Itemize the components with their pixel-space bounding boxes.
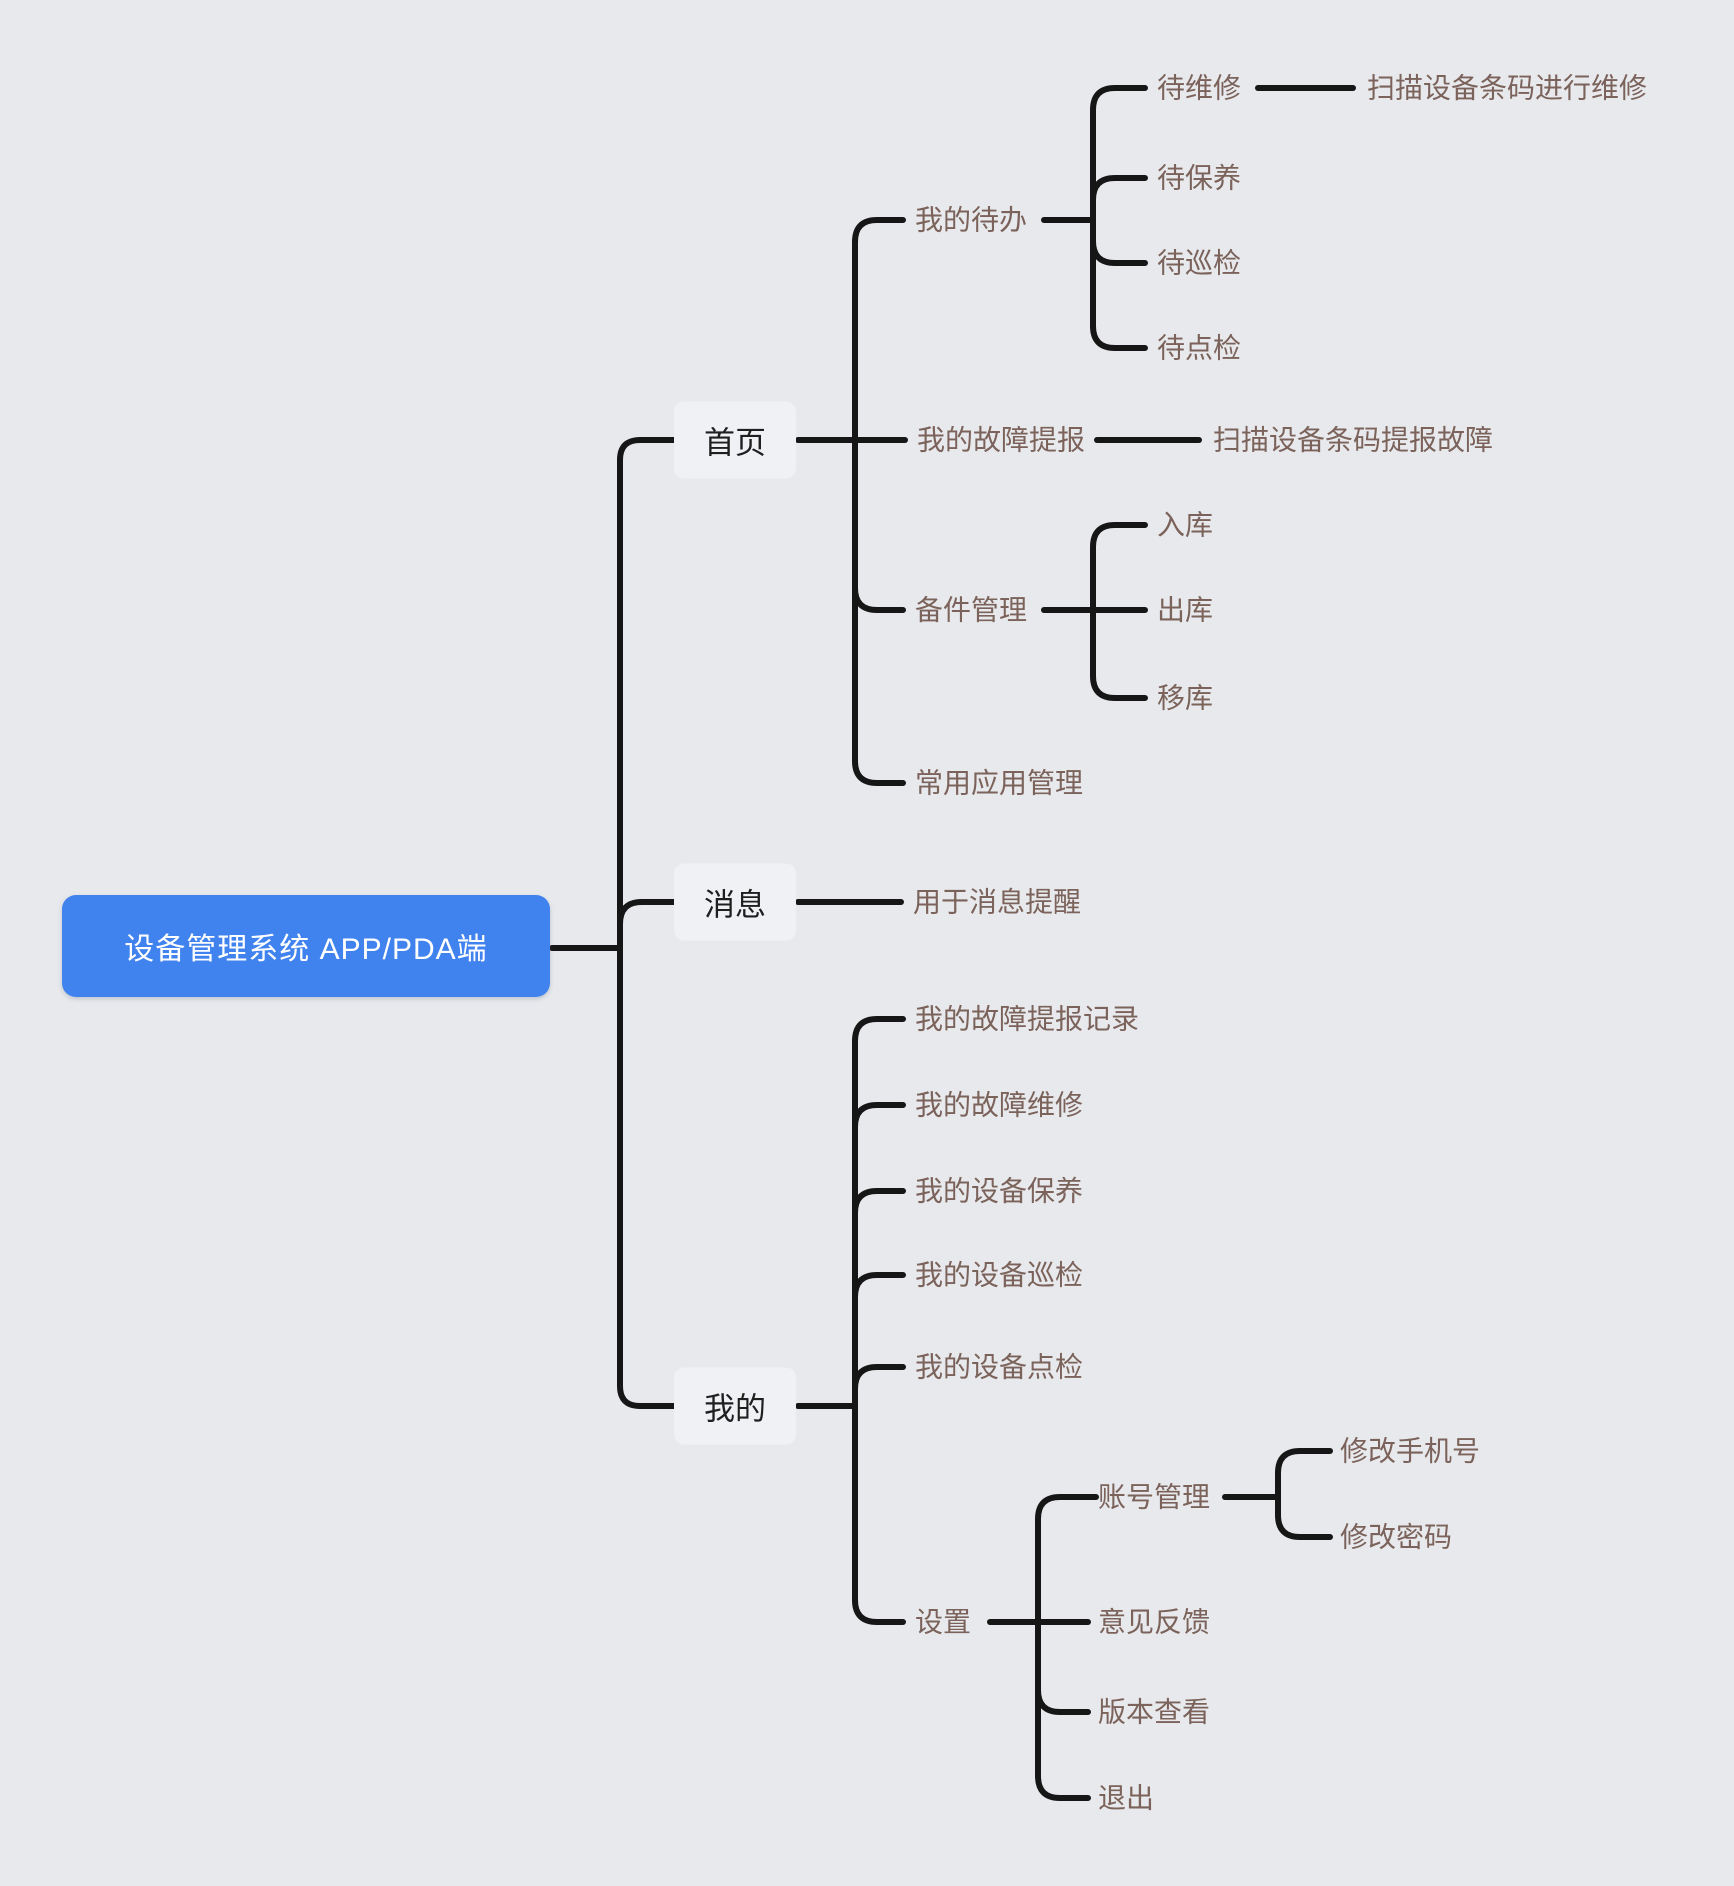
connector-version-elbow	[1035, 1687, 1091, 1715]
node-scan-report-fault[interactable]: 扫描设备条码提报故障	[1213, 424, 1494, 456]
node-my-report-records[interactable]: 我的故障提报记录	[915, 1003, 1140, 1035]
node-inbound[interactable]: 入库	[1157, 509, 1214, 541]
connector-mymaintain-elbow	[852, 1188, 906, 1216]
connector-myinspect-elbow	[852, 1272, 906, 1300]
node-common-apps[interactable]: 常用应用管理	[915, 767, 1084, 799]
node-mine[interactable]: 我的	[674, 1367, 796, 1445]
connector-inspect-elbow	[1090, 238, 1148, 266]
connector-mine-children-trunk	[852, 1016, 906, 1625]
connector-settings-children-trunk	[1035, 1494, 1099, 1801]
connector-todo-children-trunk	[1090, 85, 1148, 351]
node-home[interactable]: 首页	[674, 401, 796, 479]
node-pending-repair[interactable]: 待维修	[1157, 72, 1242, 104]
connector-myspotcheck-elbow	[852, 1364, 906, 1392]
node-feedback[interactable]: 意见反馈	[1098, 1606, 1211, 1638]
connector-messages	[617, 899, 701, 927]
node-my-maintain[interactable]: 我的设备保养	[915, 1175, 1084, 1207]
node-account-mgmt[interactable]: 账号管理	[1098, 1481, 1211, 1513]
node-spare-parts[interactable]: 备件管理	[915, 594, 1028, 626]
connector-maintain-elbow	[1090, 175, 1148, 203]
node-transfer[interactable]: 移库	[1157, 682, 1214, 714]
node-my-todo[interactable]: 我的待办	[915, 204, 1028, 236]
node-my-spotcheck[interactable]: 我的设备点检	[915, 1351, 1084, 1383]
node-outbound[interactable]: 出库	[1157, 594, 1214, 626]
node-settings[interactable]: 设置	[915, 1606, 972, 1638]
connector-spareparts-elbow	[852, 585, 906, 613]
connector-myrepair-elbow	[852, 1102, 906, 1130]
node-my-fault-repair[interactable]: 我的故障维修	[915, 1089, 1084, 1121]
connector-account-children-trunk	[1275, 1448, 1333, 1540]
connector-spareparts-children-trunk	[1090, 522, 1148, 701]
node-messages[interactable]: 消息	[674, 863, 796, 941]
node-root[interactable]: 设备管理系统 APP/PDA端	[62, 895, 550, 997]
node-my-fault-report[interactable]: 我的故障提报	[917, 424, 1086, 456]
node-change-phone[interactable]: 修改手机号	[1340, 1435, 1481, 1467]
node-pending-spotcheck[interactable]: 待点检	[1157, 332, 1242, 364]
node-message-reminder[interactable]: 用于消息提醒	[913, 886, 1082, 918]
connector-home-children-trunk	[852, 217, 906, 786]
node-scan-to-repair[interactable]: 扫描设备条码进行维修	[1367, 72, 1648, 104]
node-logout[interactable]: 退出	[1098, 1782, 1155, 1814]
node-pending-inspect[interactable]: 待巡检	[1157, 247, 1242, 279]
node-my-inspect[interactable]: 我的设备巡检	[915, 1259, 1084, 1291]
node-pending-maintain[interactable]: 待保养	[1157, 162, 1242, 194]
node-version[interactable]: 版本查看	[1098, 1696, 1211, 1728]
node-change-password[interactable]: 修改密码	[1340, 1521, 1453, 1553]
